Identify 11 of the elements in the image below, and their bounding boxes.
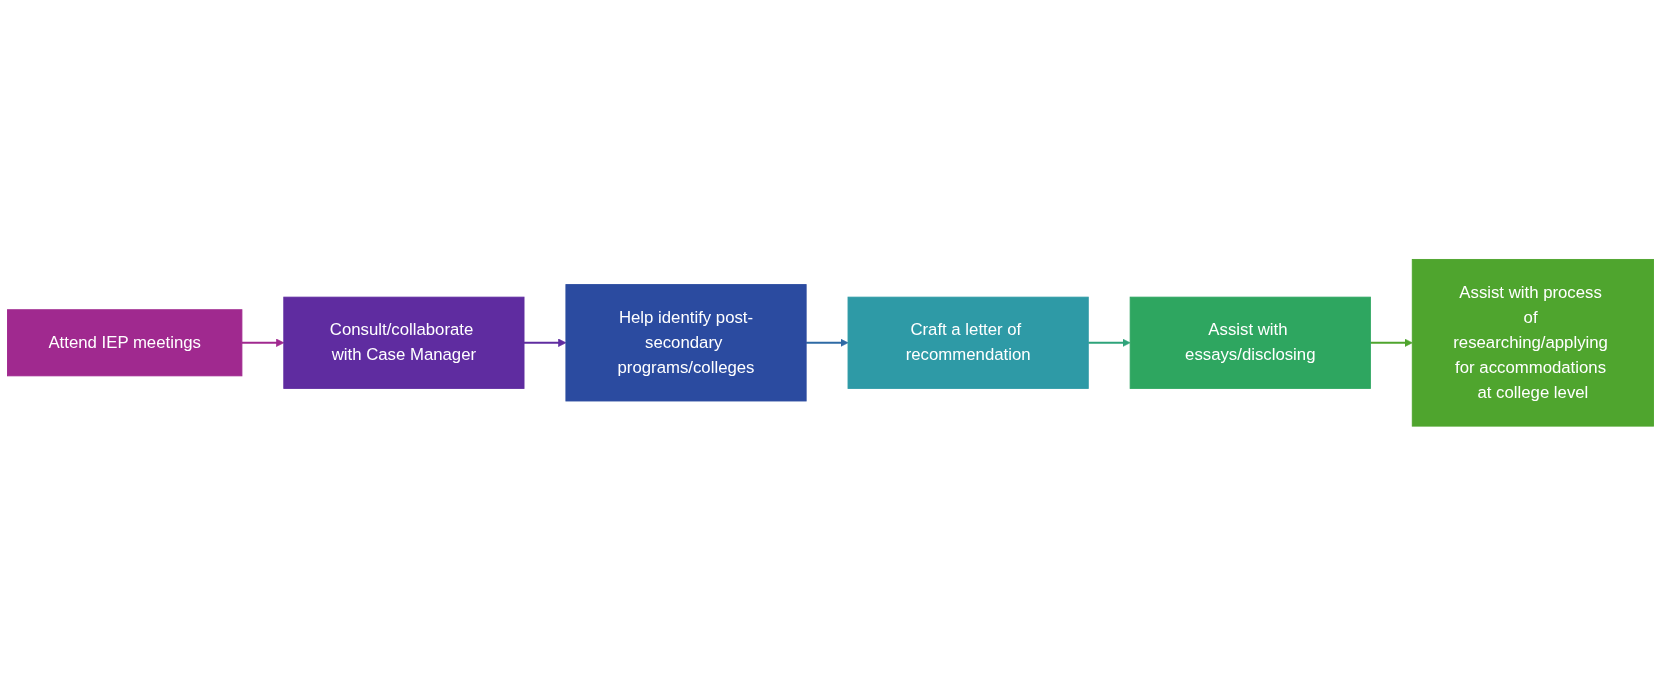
node-box: Attend IEP meetings: [7, 309, 243, 376]
arrow: [240, 338, 285, 347]
arrow: [1369, 338, 1413, 347]
arrow: [805, 338, 849, 347]
node-box: Assist with process of researching/applying for accommodations at college level: [1411, 258, 1654, 427]
arrow: [1087, 338, 1131, 347]
node-box: Craft a letter of recommendation: [847, 296, 1089, 389]
node-box: Assist with essays/disclosing: [1129, 296, 1371, 389]
node-box: Consult/collaborate with Case Manager: [283, 296, 525, 389]
node-box: Help identify post-secondary programs/colleges: [565, 283, 807, 402]
arrow: [523, 338, 567, 347]
